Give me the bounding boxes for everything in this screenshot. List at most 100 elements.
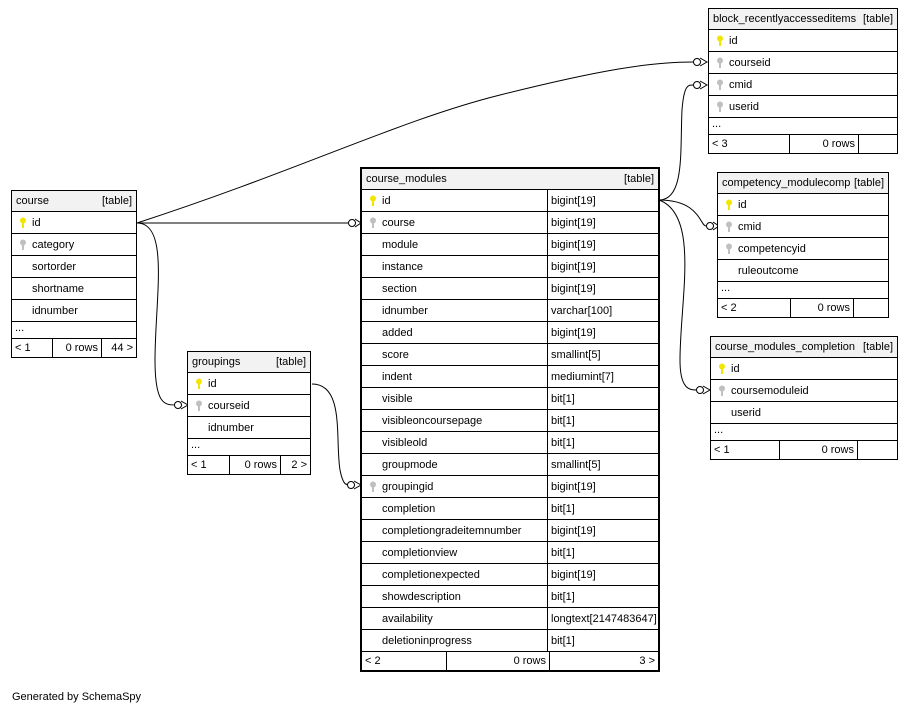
- children-count[interactable]: 2 >: [280, 456, 310, 474]
- column-name: completionexpected: [382, 568, 480, 581]
- children-count: [853, 299, 888, 317]
- column-type: smallint[5]: [547, 454, 658, 475]
- table-course-modules-completion[interactable]: course_modules_completion [table] id cou…: [710, 336, 898, 460]
- column-row[interactable]: sortorder: [12, 256, 136, 278]
- column-row[interactable]: competencyid: [718, 238, 888, 260]
- table-kind: [table]: [854, 177, 884, 189]
- column-name: groupingid: [382, 480, 434, 493]
- column-row[interactable]: id: [718, 194, 888, 216]
- primary-key-icon: [16, 216, 30, 230]
- children-count[interactable]: 3 >: [549, 652, 658, 670]
- column-name-cell: deletioninprogress: [362, 630, 547, 651]
- parents-count[interactable]: < 1: [191, 459, 207, 471]
- table-footer: < 3 0 rows: [709, 135, 897, 153]
- parents-count[interactable]: < 1: [714, 444, 730, 456]
- column-row[interactable]: id: [709, 30, 897, 52]
- column-name: completionview: [382, 546, 458, 559]
- foreign-key-icon: [715, 384, 729, 398]
- table-name: course: [16, 195, 50, 207]
- column-name: course: [382, 216, 416, 229]
- generated-by-label: Generated by SchemaSpy: [12, 691, 142, 703]
- table-competency-modulecomp[interactable]: competency_modulecomp [table] id cmid co…: [717, 172, 889, 318]
- column-row[interactable]: id: [711, 358, 897, 380]
- column-name: shortname: [32, 282, 84, 295]
- column-name-cell: section: [362, 278, 547, 299]
- column-row[interactable]: completiongradeitemnumber bigint[19]: [362, 520, 658, 542]
- column-type: bit[1]: [547, 432, 658, 453]
- column-type: bigint[19]: [547, 234, 658, 255]
- table-groupings[interactable]: groupings [table] id courseid idnumber .…: [187, 351, 311, 475]
- primary-key-icon: [713, 34, 727, 48]
- column-row[interactable]: courseid: [709, 52, 897, 74]
- no-key-spacer: [366, 238, 380, 252]
- row-count: 0 rows: [446, 652, 549, 670]
- edge-course-block: [136, 61, 694, 224]
- column-row[interactable]: idnumber: [12, 300, 136, 322]
- table-block-recentlyaccesseditems[interactable]: block_recentlyaccesseditems [table] id c…: [708, 8, 898, 154]
- crowfoot: [699, 57, 709, 67]
- no-key-spacer: [366, 502, 380, 516]
- no-key-spacer: [366, 612, 380, 626]
- table-footer: < 1 0 rows 2 >: [188, 456, 310, 474]
- parents-count[interactable]: < 2: [365, 655, 381, 667]
- column-row[interactable]: coursemoduleid: [711, 380, 897, 402]
- column-name: competencyid: [738, 242, 806, 255]
- column-row[interactable]: id: [12, 212, 136, 234]
- column-type: bit[1]: [547, 498, 658, 519]
- column-type: bit[1]: [547, 586, 658, 607]
- crowfoot: [702, 385, 712, 395]
- column-row[interactable]: shortname: [12, 278, 136, 300]
- table-course[interactable]: course [table] id category sortorder sho…: [11, 190, 137, 358]
- column-row[interactable]: userid: [709, 96, 897, 118]
- parents-count[interactable]: < 2: [721, 302, 737, 314]
- column-row[interactable]: idnumber: [188, 417, 310, 439]
- column-name: visibleoncoursepage: [382, 414, 483, 427]
- column-row[interactable]: ruleoutcome: [718, 260, 888, 282]
- children-count[interactable]: 44 >: [101, 339, 136, 357]
- column-name: userid: [729, 100, 759, 113]
- table-footer: < 1 0 rows 44 >: [12, 339, 136, 357]
- column-name: visible: [382, 392, 413, 405]
- table-header: competency_modulecomp [table]: [718, 173, 888, 194]
- column-name: userid: [731, 406, 761, 419]
- table-kind: [table]: [102, 195, 132, 207]
- column-name: id: [738, 198, 747, 211]
- parents-count[interactable]: < 3: [712, 138, 728, 150]
- column-name: sortorder: [32, 260, 77, 273]
- column-row[interactable]: cmid: [709, 74, 897, 96]
- column-row[interactable]: id: [188, 373, 310, 395]
- more-columns-ellipsis: ...: [188, 439, 310, 456]
- column-type: bigint[19]: [547, 520, 658, 541]
- column-name: cmid: [738, 220, 762, 233]
- column-row[interactable]: category: [12, 234, 136, 256]
- column-row[interactable]: userid: [711, 402, 897, 424]
- foreign-key-icon: [713, 100, 727, 114]
- column-name: cmid: [729, 78, 753, 91]
- column-row[interactable]: courseid: [188, 395, 310, 417]
- parents-count[interactable]: < 1: [15, 342, 31, 354]
- edge-course-groupings: [136, 222, 177, 406]
- column-name: completiongradeitemnumber: [382, 524, 522, 537]
- column-row[interactable]: cmid: [718, 216, 888, 238]
